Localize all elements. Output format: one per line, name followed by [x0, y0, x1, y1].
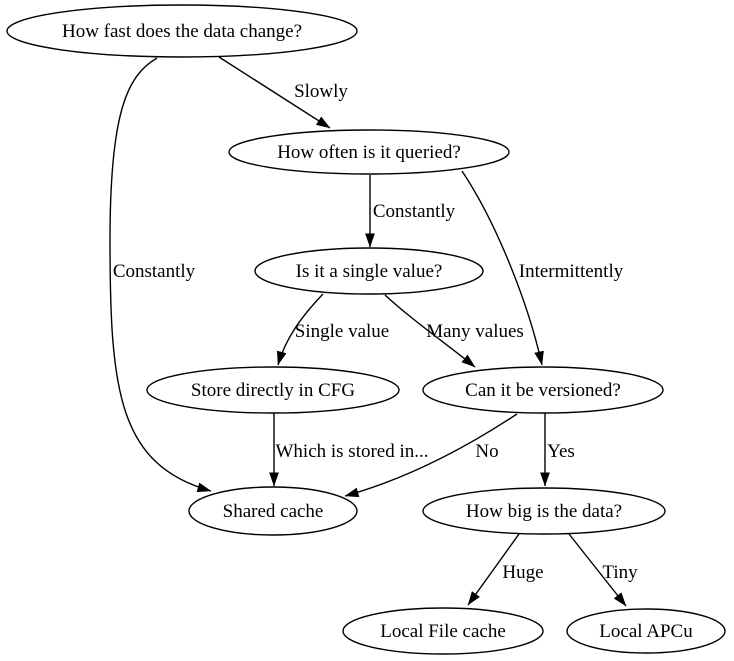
- node-shape-how-fast-does-data-change: [6, 4, 358, 58]
- node-label-local-file-cache: Local File cache: [380, 621, 506, 642]
- edge-label-huge: Huge: [502, 562, 543, 583]
- edge-tiny: [568, 533, 627, 607]
- edge-no: [344, 413, 518, 498]
- edge-slowly: [218, 56, 331, 129]
- edge-label-constantly-left: Constantly: [113, 261, 196, 282]
- edge-constantly-left: [109, 57, 212, 493]
- node-label-shared-cache: Shared cache: [223, 501, 324, 522]
- edge-intermittently: [461, 170, 544, 366]
- edges-layer: [109, 56, 627, 607]
- edge-label-constantly-mid: Constantly: [373, 201, 456, 222]
- node-shape-can-be-versioned: [422, 366, 664, 414]
- node-shape-how-big-data: [422, 487, 666, 535]
- edge-label-which-stored-in: Which is stored in...: [275, 441, 428, 462]
- node-how-often-queried: How often is it queried?: [228, 129, 510, 175]
- node-shared-cache: Shared cache: [188, 486, 358, 536]
- node-label-how-often-queried: How often is it queried?: [277, 142, 461, 163]
- edge-label-single-value: Single value: [295, 321, 389, 342]
- node-shape-is-single-value: [254, 247, 484, 295]
- node-local-file-cache: Local File cache: [342, 607, 544, 655]
- node-can-be-versioned: Can it be versioned?: [422, 366, 664, 414]
- node-shape-how-often-queried: [228, 129, 510, 175]
- node-shape-shared-cache: [188, 486, 358, 536]
- nodes-layer: How fast does the data change? How often …: [6, 4, 726, 655]
- edge-label-intermittently: Intermittently: [519, 261, 624, 282]
- edge-label-no: No: [475, 441, 498, 462]
- edge-label-slowly: Slowly: [294, 81, 348, 102]
- edge-many-values: [384, 294, 476, 368]
- edge-single-value: [276, 293, 324, 366]
- node-how-fast-does-data-change: How fast does the data change?: [6, 4, 358, 58]
- node-shape-local-apcu: [566, 608, 726, 654]
- node-label-store-directly-cfg: Store directly in CFG: [191, 380, 355, 401]
- node-label-local-apcu: Local APCu: [599, 621, 693, 642]
- node-local-apcu: Local APCu: [566, 608, 726, 654]
- node-label-how-fast-does-data-change: How fast does the data change?: [62, 21, 302, 42]
- node-how-big-data: How big is the data?: [422, 487, 666, 535]
- node-label-can-be-versioned: Can it be versioned?: [465, 380, 621, 401]
- node-store-directly-cfg: Store directly in CFG: [146, 366, 400, 414]
- node-shape-store-directly-cfg: [146, 366, 400, 414]
- node-shape-local-file-cache: [342, 607, 544, 655]
- edge-huge: [467, 533, 520, 606]
- edge-label-tiny: Tiny: [602, 562, 638, 583]
- node-label-is-single-value: Is it a single value?: [296, 261, 443, 282]
- edge-labels-layer: SlowlyConstantlyConstantlyIntermittently…: [113, 81, 638, 583]
- node-is-single-value: Is it a single value?: [254, 247, 484, 295]
- edge-label-yes: Yes: [547, 441, 575, 462]
- edge-label-many-values: Many values: [426, 321, 524, 342]
- node-label-how-big-data: How big is the data?: [466, 501, 622, 522]
